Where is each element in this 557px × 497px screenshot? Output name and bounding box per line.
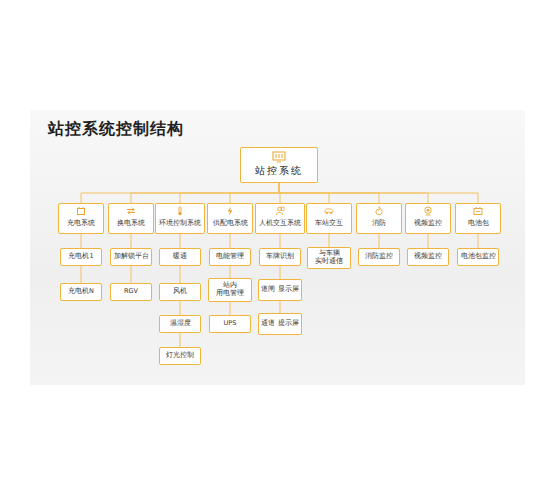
node-label: 车牌识别: [266, 253, 294, 261]
item-box: 充电机N: [60, 283, 102, 301]
tree-connector: [81, 183, 279, 203]
tree-connector: [131, 266, 132, 283]
item-box: 与车辆 实时通信: [307, 247, 351, 269]
category-box: 供配电系统: [207, 203, 253, 234]
tree-connector: [280, 266, 281, 279]
category-icon: [374, 206, 384, 216]
item-box: 暖通: [159, 248, 201, 266]
tree-connector: [230, 302, 231, 315]
tree-connector: [81, 234, 82, 248]
category-box: 充电系统: [58, 203, 104, 234]
tree-connector: [379, 234, 380, 248]
node-label: 环境控制系统: [159, 220, 201, 228]
category-icon: [126, 206, 136, 216]
item-box: 灯光控制: [159, 347, 201, 365]
tree-connector: [279, 183, 478, 203]
item-box: 电能管理: [209, 248, 251, 266]
node-label: 站内 用电管理: [211, 282, 249, 298]
node-label: 与车辆 实时通信: [310, 250, 348, 266]
tree-connector: [329, 234, 330, 247]
tree-connector: [180, 183, 279, 203]
item-box: 车牌识别: [259, 248, 301, 266]
tree-connector: [81, 266, 82, 283]
tree-connector: [478, 234, 479, 248]
node-label: 站控系统: [255, 165, 303, 177]
item-box: 电池包监控: [457, 248, 499, 266]
node-label: 车站交互: [315, 220, 343, 228]
category-box: 车站交互: [306, 203, 352, 234]
node-label: 通道 提示屏: [261, 320, 298, 328]
category-icon: [423, 206, 433, 216]
item-box: UPS: [209, 315, 251, 333]
item-box: 道闸 显示屏: [258, 279, 302, 301]
node-label: 供配电系统: [213, 220, 248, 228]
node-label: 充电机1: [68, 253, 93, 261]
node-label: 视频监控: [414, 253, 442, 261]
node-label: 灯光控制: [166, 352, 194, 360]
tree-connector: [230, 183, 279, 203]
diagram-title: 站控系统控制结构: [48, 119, 184, 140]
category-box: 人机交互系统: [255, 203, 305, 234]
root-box: 站控系统: [240, 147, 318, 183]
node-label: 加解锁平台: [114, 253, 149, 261]
node-label: 换电系统: [117, 220, 145, 228]
tree-connector: [428, 234, 429, 248]
category-icon: [225, 206, 235, 216]
item-box: 温湿度: [159, 315, 201, 333]
tree-connector: [131, 234, 132, 248]
item-box: 消防监控: [358, 248, 400, 266]
category-box: 视频监控: [405, 203, 451, 234]
category-box: 环境控制系统: [155, 203, 205, 234]
node-label: 充电系统: [67, 220, 95, 228]
item-box: 站内 用电管理: [208, 278, 252, 302]
node-label: 暖通: [173, 253, 187, 261]
item-box: 充电机1: [60, 248, 102, 266]
tree-connector: [180, 234, 181, 248]
node-label: 充电机N: [68, 288, 94, 296]
category-icon: [473, 206, 483, 216]
tree-connector: [230, 234, 231, 248]
category-icon: [272, 151, 286, 163]
node-label: 电能管理: [216, 253, 244, 261]
item-box: RGV: [110, 283, 152, 301]
tree-connector: [180, 266, 181, 283]
tree-connector: [180, 301, 181, 315]
node-label: 视频监控: [414, 220, 442, 228]
node-label: 电池包: [468, 220, 489, 228]
node-label: 温湿度: [170, 320, 191, 328]
tree-connector: [280, 301, 281, 313]
tree-connector: [180, 333, 181, 347]
node-label: 道闸 显示屏: [261, 286, 298, 294]
node-label: 消防监控: [365, 253, 393, 261]
item-box: 加解锁平台: [110, 248, 152, 266]
node-label: 人机交互系统: [259, 220, 301, 228]
category-icon: [175, 206, 185, 216]
tree-connector: [280, 234, 281, 248]
category-box: 电池包: [455, 203, 501, 234]
category-icon: [275, 206, 285, 216]
tree-connector: [230, 266, 231, 278]
node-label: 电池包监控: [461, 253, 496, 261]
node-label: 风机: [173, 288, 187, 296]
node-label: RGV: [124, 288, 138, 296]
tree-connector: [131, 183, 279, 203]
item-box: 通道 提示屏: [258, 313, 302, 335]
item-box: 视频监控: [407, 248, 449, 266]
node-label: UPS: [224, 320, 237, 328]
category-icon: [76, 206, 86, 216]
category-icon: [324, 206, 334, 216]
node-label: 消防: [372, 220, 386, 228]
category-box: 换电系统: [108, 203, 154, 234]
category-box: 消防: [356, 203, 402, 234]
item-box: 风机: [159, 283, 201, 301]
